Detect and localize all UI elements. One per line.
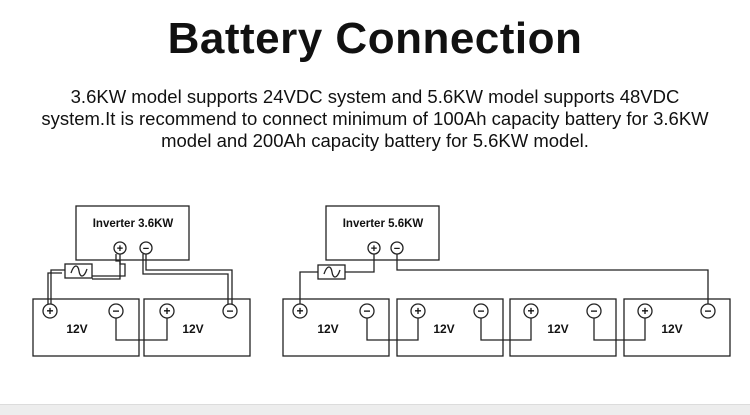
terminal-positive-icon bbox=[42, 303, 58, 319]
terminal-symbol: + bbox=[163, 304, 170, 318]
inverter-label-left: Inverter 3.6KW bbox=[93, 218, 174, 230]
wire-inv-neg-to-bat2-neg-left-b bbox=[142, 254, 229, 304]
terminal-negative-icon bbox=[390, 241, 404, 255]
terminal-negative-icon bbox=[359, 303, 375, 319]
terminal-positive-icon bbox=[637, 303, 653, 319]
wire-fuse-to-bat1-pos-left bbox=[50, 269, 65, 304]
terminal-symbol: + bbox=[46, 304, 53, 318]
terminal-positive-icon bbox=[292, 303, 308, 319]
terminal-symbol: − bbox=[477, 304, 484, 318]
wire-inv-pos-to-fuse-left-b bbox=[92, 254, 121, 280]
terminal-symbol: − bbox=[590, 304, 597, 318]
battery-box-right-1 bbox=[282, 298, 390, 357]
terminal-symbol: + bbox=[371, 243, 377, 255]
wire-fuse-to-bat1-pos-right bbox=[299, 271, 318, 304]
inverter-label-right: Inverter 5.6KW bbox=[343, 218, 424, 230]
battery-voltage-label: 12V bbox=[182, 322, 203, 336]
terminal-negative-icon bbox=[222, 303, 238, 319]
fuse-icon bbox=[64, 263, 93, 279]
battery-voltage-label: 12V bbox=[661, 322, 682, 336]
terminal-negative-icon bbox=[139, 241, 153, 255]
terminal-symbol: − bbox=[704, 304, 711, 318]
terminal-symbol: − bbox=[363, 304, 370, 318]
terminal-negative-icon bbox=[473, 303, 489, 319]
terminal-positive-icon bbox=[523, 303, 539, 319]
terminal-negative-icon bbox=[108, 303, 124, 319]
page-title: Battery Connection bbox=[167, 14, 583, 63]
terminal-symbol: − bbox=[394, 243, 400, 255]
wire-fuse-to-bat1-pos-left-b bbox=[47, 272, 62, 304]
fuse-icon-wave bbox=[70, 265, 88, 277]
battery-box-right-4 bbox=[623, 298, 731, 357]
wire-bat3-to-bat4-right bbox=[593, 318, 646, 341]
terminal-symbol: + bbox=[641, 304, 648, 318]
battery-box-left-2 bbox=[143, 298, 251, 357]
battery-box-left-1 bbox=[32, 298, 140, 357]
fuse-icon-wave bbox=[323, 266, 341, 278]
battery-voltage-label: 12V bbox=[317, 322, 338, 336]
terminal-positive-icon bbox=[367, 241, 381, 255]
description-text: 3.6KW model supports 24VDC system and 5.… bbox=[41, 86, 709, 151]
wire-inv-neg-to-bat4-neg-right bbox=[396, 254, 709, 304]
terminal-symbol: + bbox=[414, 304, 421, 318]
fuse-icon bbox=[317, 264, 346, 280]
terminal-positive-icon bbox=[159, 303, 175, 319]
wire-inv-neg-to-bat2-neg-left bbox=[145, 254, 233, 304]
terminal-symbol: − bbox=[226, 304, 233, 318]
terminal-negative-icon bbox=[586, 303, 602, 319]
terminal-symbol: + bbox=[117, 243, 123, 255]
battery-voltage-label: 12V bbox=[66, 322, 87, 336]
terminal-symbol: − bbox=[143, 243, 149, 255]
bottom-divider bbox=[0, 404, 750, 415]
wire-inv-pos-to-fuse-right bbox=[345, 254, 375, 273]
terminal-symbol: + bbox=[296, 304, 303, 318]
inverter-box-left bbox=[75, 205, 190, 261]
battery-voltage-label: 12V bbox=[547, 322, 568, 336]
wire-bat1-neg-to-bat2-pos-left bbox=[115, 318, 168, 341]
wire-bat1-to-bat2-right bbox=[366, 318, 419, 341]
battery-box-right-3 bbox=[509, 298, 617, 357]
inverter-box-right bbox=[325, 205, 440, 261]
terminal-negative-icon bbox=[700, 303, 716, 319]
battery-voltage-label: 12V bbox=[433, 322, 454, 336]
terminal-symbol: − bbox=[112, 304, 119, 318]
terminal-positive-icon bbox=[113, 241, 127, 255]
terminal-symbol: + bbox=[527, 304, 534, 318]
wire-bat2-to-bat3-right bbox=[480, 318, 532, 341]
battery-box-right-2 bbox=[396, 298, 504, 357]
terminal-positive-icon bbox=[410, 303, 426, 319]
